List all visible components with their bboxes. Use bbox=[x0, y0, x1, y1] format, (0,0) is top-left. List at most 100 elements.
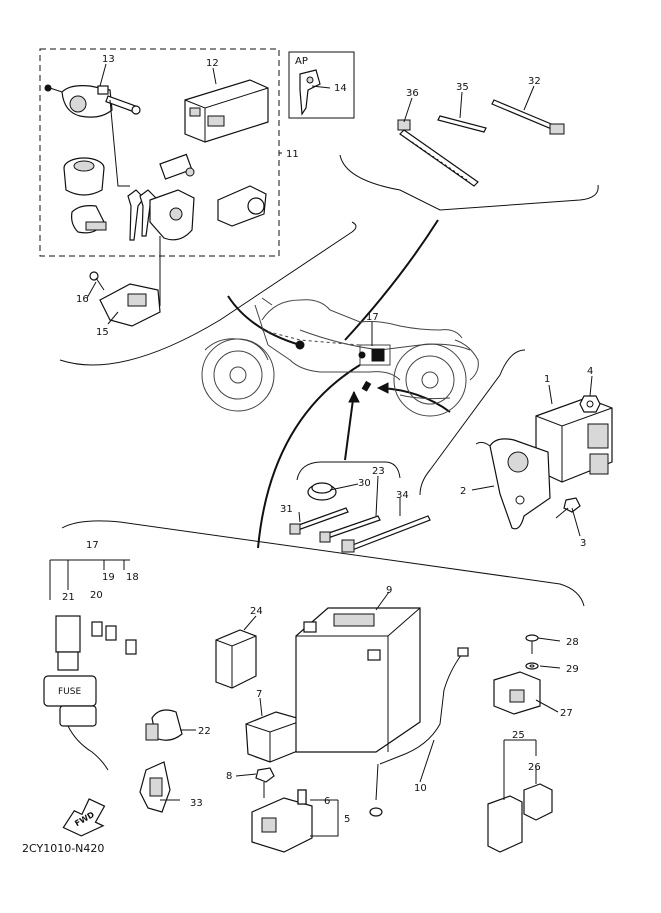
callout-10: 10 bbox=[414, 783, 427, 794]
callout-17: 17 bbox=[366, 312, 379, 323]
band-36 bbox=[397, 119, 479, 187]
callout-19: 19 bbox=[102, 572, 115, 583]
band-31 bbox=[289, 507, 349, 535]
lead-line-lower bbox=[257, 364, 361, 549]
fuse-box-21 bbox=[55, 615, 81, 671]
callout-33: 33 bbox=[190, 798, 203, 809]
lead-line-upper-right bbox=[344, 219, 439, 341]
callout-27: 27 bbox=[560, 708, 573, 719]
fuse-18 bbox=[125, 639, 137, 655]
forward-direction-arrow: FWD bbox=[62, 798, 106, 837]
callout-28: 28 bbox=[566, 637, 579, 648]
ap-box bbox=[288, 51, 355, 119]
callout-20: 20 bbox=[90, 590, 103, 601]
callouts: 1 2 3 4 5 6 7 8 9 10 11 12 13 14 15 16 1… bbox=[62, 54, 593, 825]
holder-33 bbox=[139, 761, 171, 813]
battery-9 bbox=[295, 607, 421, 753]
band-35 bbox=[437, 115, 487, 133]
key-blank-14 bbox=[299, 69, 321, 116]
cable-10 bbox=[369, 647, 469, 817]
callout-5: 5 bbox=[344, 814, 350, 825]
right-sweep bbox=[419, 349, 526, 496]
callout-14: 14 bbox=[334, 83, 347, 94]
fuse-19 bbox=[105, 625, 117, 641]
ecu-1 bbox=[535, 397, 613, 483]
arrow-head-right bbox=[376, 382, 389, 394]
callout-7: 7 bbox=[256, 689, 262, 700]
callout-29: 29 bbox=[566, 664, 579, 675]
clamp-22 bbox=[145, 709, 183, 741]
callout-36: 36 bbox=[406, 88, 419, 99]
callout-4: 4 bbox=[587, 366, 593, 377]
fuse-label: FUSE bbox=[58, 687, 81, 697]
callout-17-lower: 17 bbox=[86, 540, 99, 551]
key-cylinder bbox=[63, 157, 105, 196]
nut-4 bbox=[579, 395, 601, 413]
sensor-27 bbox=[493, 671, 541, 715]
cover-7 bbox=[245, 711, 305, 763]
motorcycle-outline bbox=[201, 297, 479, 417]
callout-15: 15 bbox=[96, 327, 109, 338]
fuse-holder: FUSE bbox=[43, 675, 97, 727]
fuse-20 bbox=[91, 621, 103, 637]
fuel-cap-lock bbox=[149, 189, 195, 241]
bracket-leader-25-26 bbox=[503, 739, 537, 800]
control-unit-12 bbox=[184, 79, 269, 143]
bolt-3 bbox=[555, 497, 581, 519]
callout-30: 30 bbox=[358, 478, 371, 489]
callout-9: 9 bbox=[386, 585, 392, 596]
screw-16 bbox=[89, 271, 105, 291]
fuse-6 bbox=[297, 789, 307, 805]
holder-15 bbox=[99, 283, 161, 327]
callout-25: 25 bbox=[512, 730, 525, 741]
callout-13: 13 bbox=[102, 54, 115, 65]
diagram-code: 2CY1010-N420 bbox=[22, 842, 104, 855]
connector-25 bbox=[487, 795, 523, 853]
band-23 bbox=[319, 515, 381, 543]
callout-2: 2 bbox=[460, 486, 466, 497]
fuse-harness-wire bbox=[67, 725, 109, 771]
fuse-leader bbox=[49, 559, 130, 600]
callout-22: 22 bbox=[198, 726, 211, 737]
upper-right-sweep bbox=[339, 154, 599, 211]
washer-29 bbox=[525, 662, 539, 670]
upper-left-sweep bbox=[59, 221, 357, 366]
lead-line-upper-left bbox=[227, 295, 301, 346]
band-34 bbox=[341, 515, 431, 553]
screw-28 bbox=[525, 634, 539, 654]
bolt-8 bbox=[255, 767, 275, 798]
callout-35: 35 bbox=[456, 82, 469, 93]
band-32 bbox=[491, 99, 565, 135]
callout-24: 24 bbox=[250, 606, 263, 617]
callout-1: 1 bbox=[544, 374, 550, 385]
lead-line-center bbox=[344, 391, 355, 461]
sensor-block bbox=[217, 185, 267, 227]
callout-3: 3 bbox=[580, 538, 586, 549]
location-marker-dot bbox=[295, 340, 305, 350]
callout-8: 8 bbox=[226, 771, 232, 782]
callout-31: 31 bbox=[280, 504, 293, 515]
callout-16: 16 bbox=[76, 294, 89, 305]
callout-18: 18 bbox=[126, 572, 139, 583]
callout-12: 12 bbox=[206, 58, 219, 69]
seat-lock bbox=[71, 205, 107, 234]
callout-21: 21 bbox=[62, 592, 75, 603]
callout-23: 23 bbox=[372, 466, 385, 477]
plug-connector bbox=[159, 153, 195, 180]
location-marker-square bbox=[371, 348, 385, 362]
lead-line-right bbox=[379, 387, 451, 413]
relay-24 bbox=[215, 629, 257, 689]
arrow-head-center bbox=[348, 390, 360, 403]
callout-11: 11 bbox=[286, 149, 299, 160]
leader-lines bbox=[86, 63, 593, 801]
bracket-leader-5-6 bbox=[310, 799, 339, 837]
callout-26: 26 bbox=[528, 762, 541, 773]
clamp-30 bbox=[307, 482, 337, 501]
center-sweep bbox=[296, 461, 401, 481]
callout-32: 32 bbox=[528, 76, 541, 87]
callout-34: 34 bbox=[396, 490, 409, 501]
main-switch-13 bbox=[44, 84, 141, 118]
bracket-2 bbox=[475, 438, 551, 530]
callout-6: 6 bbox=[324, 796, 330, 807]
